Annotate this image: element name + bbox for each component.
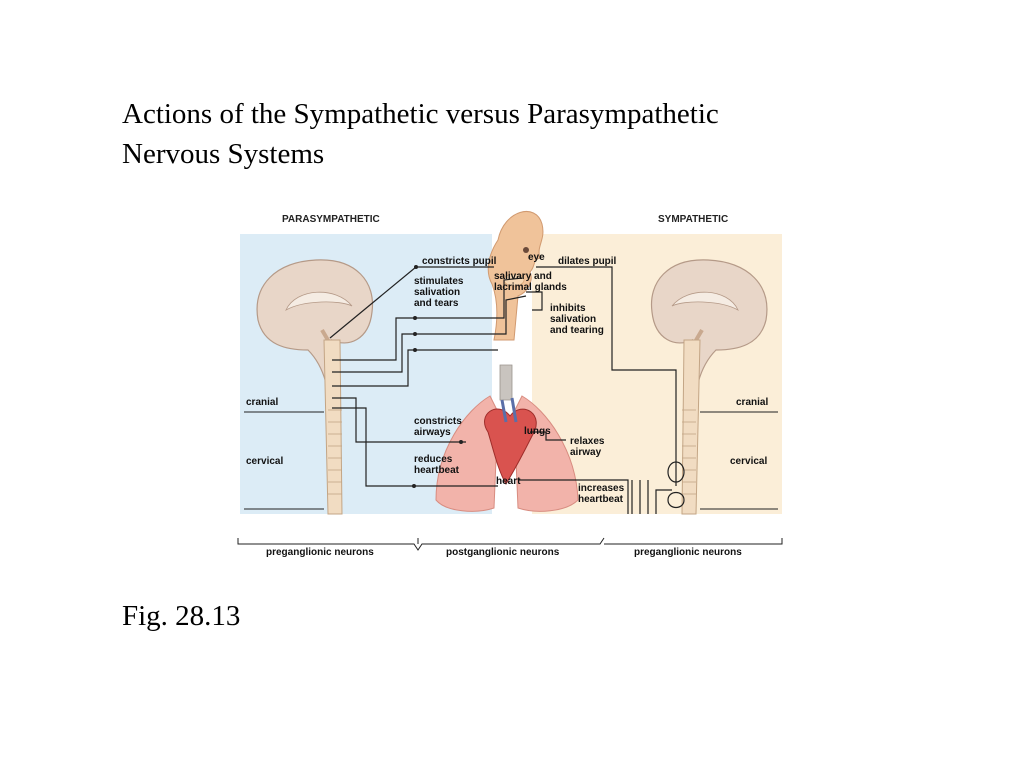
title-line-1: Actions of the Sympathetic versus Parasy…	[122, 98, 719, 130]
sympathetic-title: SYMPATHETIC	[658, 214, 728, 225]
label-heart: heart	[496, 476, 521, 487]
nervous-system-diagram: PARASYMPATHETIC SYMPATHETIC	[236, 200, 788, 565]
label-relaxes-1: relaxes	[570, 436, 605, 447]
label-stimulates-2: salivation	[414, 287, 460, 298]
bottom-braces	[237, 537, 783, 551]
label-cervical-right: cervical	[730, 456, 767, 467]
figure-caption: Fig. 28.13	[122, 600, 241, 632]
label-reduces-1: reduces	[414, 454, 453, 465]
label-constricts-airways-1: constricts	[414, 416, 462, 427]
label-post: postganglionic neurons	[446, 547, 560, 558]
sympathetic-ganglion	[667, 461, 685, 509]
label-relaxes-2: airway	[570, 447, 602, 458]
label-eye: eye	[528, 252, 545, 263]
slide-title: Actions of the Sympathetic versus Parasy…	[122, 94, 882, 174]
left-spinal-cord	[323, 339, 343, 515]
left-brain	[256, 259, 374, 393]
right-spinal-cord	[681, 339, 701, 515]
label-increases-2: heartbeat	[578, 494, 624, 505]
region-lines	[244, 411, 778, 510]
label-lungs: lungs	[524, 426, 551, 437]
label-salivary-1: salivary and	[494, 271, 552, 282]
title-line-2: Nervous Systems	[122, 138, 325, 170]
diagram-svg: PARASYMPATHETIC SYMPATHETIC	[237, 210, 783, 558]
label-inhibits-1: inhibits	[550, 303, 586, 314]
label-inhibits-3: and tearing	[550, 325, 604, 336]
label-cranial-left: cranial	[246, 397, 278, 408]
parasympathetic-title: PARASYMPATHETIC	[282, 214, 380, 225]
label-constricts-pupil: constricts pupil	[422, 256, 497, 267]
label-reduces-2: heartbeat	[414, 465, 460, 476]
label-stimulates-1: stimulates	[414, 276, 464, 287]
label-pre-right: preganglionic neurons	[634, 547, 742, 558]
label-constricts-airways-2: airways	[414, 427, 451, 438]
parasympathetic-ganglia	[412, 265, 463, 488]
face-profile	[487, 210, 544, 341]
label-increases-1: increases	[578, 483, 625, 494]
label-salivary-2: lacrimal glands	[494, 282, 567, 293]
sympathetic-nerves	[518, 266, 677, 514]
label-stimulates-3: and tears	[414, 298, 459, 309]
heart-illustration	[484, 397, 537, 485]
label-dilates-pupil: dilates pupil	[558, 256, 617, 267]
label-inhibits-2: salivation	[550, 314, 596, 325]
label-pre-left: preganglionic neurons	[266, 547, 374, 558]
label-cranial-right: cranial	[736, 397, 768, 408]
label-cervical-left: cervical	[246, 456, 283, 467]
